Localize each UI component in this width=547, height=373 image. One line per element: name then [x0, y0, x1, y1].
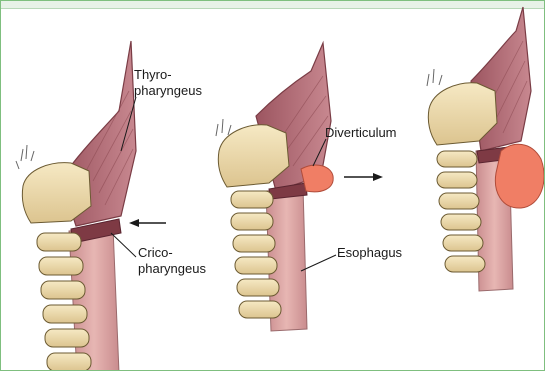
diverticulum-large — [495, 144, 544, 208]
stage-2-anatomy — [216, 43, 333, 331]
diverticulum-small — [301, 165, 333, 192]
esophagus-label: Esophagus — [337, 245, 402, 261]
cricopharyngeus-label: Crico- pharyngeus — [138, 245, 206, 277]
crico-leader — [111, 233, 136, 257]
arrow-to-weak-area — [129, 219, 166, 227]
skull-base-bone-1 — [22, 163, 91, 223]
hair-tuft-1 — [16, 145, 34, 169]
esophagus-leader — [301, 255, 336, 271]
progression-arrow — [344, 173, 383, 181]
hair-tuft-3 — [427, 69, 442, 86]
diverticulum-label: Diverticulum — [325, 125, 397, 141]
hair-tuft-2 — [216, 119, 231, 136]
thyropharyngeus-label: Thyro- pharyngeus — [134, 67, 202, 99]
stage-1-anatomy — [16, 41, 136, 371]
stage-3-anatomy — [427, 7, 544, 291]
